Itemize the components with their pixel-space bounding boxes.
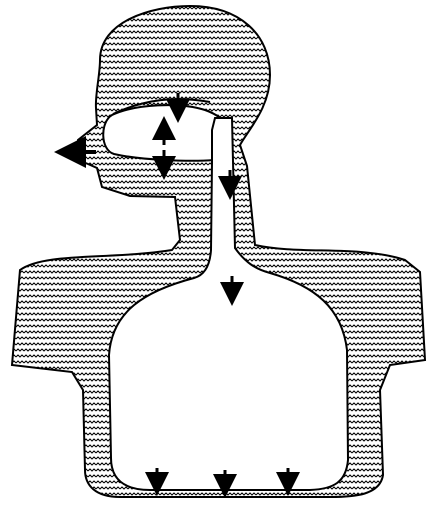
respiratory-diagram-svg xyxy=(0,0,431,505)
respiratory-diagram xyxy=(0,0,431,505)
